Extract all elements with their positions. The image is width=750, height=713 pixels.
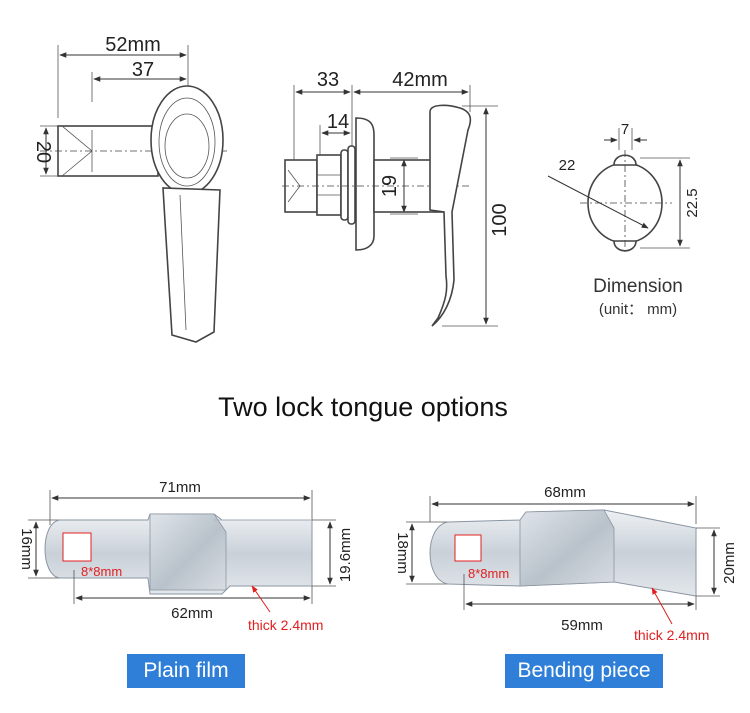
cutout-dimension: 7 22 22.5 Dimension (unit： mm) xyxy=(547,121,701,318)
handle-side-view: 33 42mm 14 19 100 xyxy=(282,69,511,327)
plain-thickness-label: thick 2.4mm xyxy=(248,617,323,633)
dimension-caption: Dimension xyxy=(593,276,683,297)
bending-piece-label: Bending piece xyxy=(505,654,663,688)
unit-caption: (unit： mm) xyxy=(599,301,677,318)
plain-film-label: Plain film xyxy=(127,654,245,688)
shaft-height-label: 20 xyxy=(32,141,54,163)
height-total-label: 100 xyxy=(489,203,511,236)
plain-length-center-label: 62mm xyxy=(171,605,213,622)
plain-width-right-label: 19.6mm xyxy=(337,528,354,582)
handle-front-view: 52mm 37 20 xyxy=(32,34,230,343)
depth-nut-label: 14 xyxy=(327,111,349,133)
plain-length-total-label: 71mm xyxy=(159,479,201,496)
bending-piece-drawing: 68mm 18mm 8*8mm 59mm 20mm thick 2.4mm xyxy=(394,484,738,643)
cutout-height-label: 22.5 xyxy=(684,188,701,217)
plain-film-drawing: 71mm 16mm 8*8mm 62mm 19.6mm thick 2.4mm xyxy=(18,479,354,633)
width-inner-label: 37 xyxy=(132,59,154,81)
diameter-label: 22 xyxy=(559,157,576,174)
bending-square-label: 8*8mm xyxy=(468,566,509,581)
bending-width-left-label: 18mm xyxy=(394,532,411,574)
handle-length-label: 42mm xyxy=(392,69,448,91)
depth-total-label: 33 xyxy=(317,69,339,91)
bending-length-total-label: 68mm xyxy=(544,484,586,501)
bending-width-right-label: 20mm xyxy=(721,542,738,584)
width-total-label: 52mm xyxy=(105,34,161,56)
tab-width-label: 7 xyxy=(621,121,629,138)
bending-thickness-label: thick 2.4mm xyxy=(634,627,709,643)
plain-width-left-label: 16mm xyxy=(18,528,35,570)
section-title: Two lock tongue options xyxy=(218,392,508,422)
bending-length-center-label: 59mm xyxy=(561,617,603,634)
cut-height-label: 19 xyxy=(379,175,401,197)
plain-square-label: 8*8mm xyxy=(81,564,122,579)
